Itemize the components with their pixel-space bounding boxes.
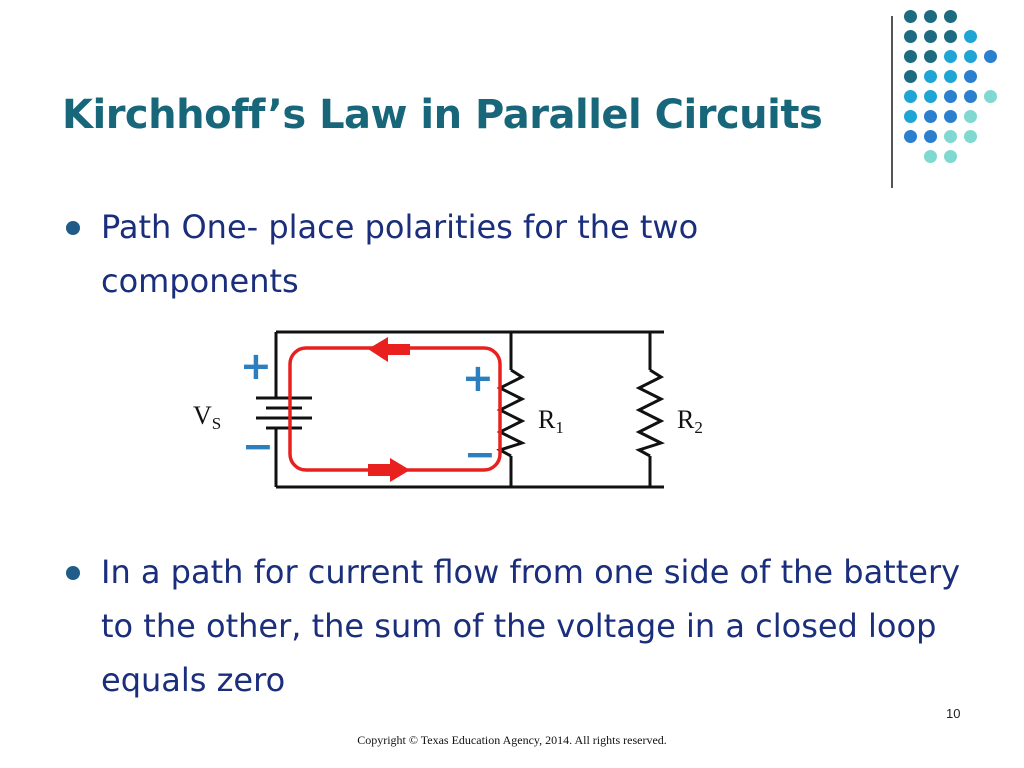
decorative-dot xyxy=(984,50,997,63)
r2-label-sub: 2 xyxy=(694,418,703,437)
decorative-dot xyxy=(904,70,917,83)
decorative-dot xyxy=(964,110,977,123)
decorative-dot xyxy=(924,30,937,43)
decorative-dot xyxy=(924,130,937,143)
current-arrow-bottom-right xyxy=(368,458,410,482)
decorative-dot xyxy=(964,30,977,43)
circuit-svg xyxy=(256,330,665,489)
decorative-dot xyxy=(944,110,957,123)
source-label-main: V xyxy=(193,401,212,430)
parallel-circuit-diagram: + − + − xyxy=(230,330,670,510)
bullet-marker-2 xyxy=(66,566,80,580)
r1-plus-sign: + xyxy=(462,356,494,400)
r1-label-sub: 1 xyxy=(555,418,564,437)
r1-minus-sign: − xyxy=(464,432,496,476)
slide-title: Kirchhoff’s Law in Parallel Circuits xyxy=(62,92,823,138)
decorative-dot xyxy=(944,70,957,83)
battery-plus-sign: + xyxy=(240,344,272,388)
decorative-dot xyxy=(924,110,937,123)
decorative-dot xyxy=(944,30,957,43)
source-label-sub: S xyxy=(211,414,222,433)
decorative-dot xyxy=(904,30,917,43)
current-arrow-top-left xyxy=(368,337,410,362)
decorative-dot xyxy=(964,130,977,143)
source-label-vs: VS xyxy=(193,401,221,434)
resistor-r1-zigzag xyxy=(496,368,526,458)
decorative-dot xyxy=(964,50,977,63)
header-divider xyxy=(891,16,893,188)
r1-label-main: R xyxy=(538,405,556,434)
bullet-marker-1 xyxy=(66,221,80,235)
decorative-dot xyxy=(944,50,957,63)
resistor-label-r1: R1 xyxy=(538,405,564,438)
page-number: 10 xyxy=(946,706,961,721)
decorative-dot xyxy=(924,10,937,23)
bullet-text-2: In a path for current flow from one side… xyxy=(101,553,961,699)
decorative-dot xyxy=(964,90,977,103)
decorative-dot xyxy=(944,130,957,143)
decorative-dot xyxy=(924,150,937,163)
decorative-dot xyxy=(944,150,957,163)
decorative-dot xyxy=(924,90,937,103)
decorative-dot xyxy=(944,10,957,23)
r2-label-main: R xyxy=(677,405,695,434)
decorative-dot xyxy=(904,10,917,23)
battery-minus-sign: − xyxy=(242,424,274,468)
bullet-text-1: Path One- place polarities for the two c… xyxy=(101,208,699,300)
resistor-r2-zigzag xyxy=(635,368,665,458)
resistor-label-r2: R2 xyxy=(677,405,703,438)
decorative-dot xyxy=(984,90,997,103)
decorative-dot xyxy=(924,70,937,83)
decorative-dot xyxy=(944,90,957,103)
decorative-dot xyxy=(964,70,977,83)
decorative-dot xyxy=(904,90,917,103)
decorative-dot xyxy=(904,110,917,123)
copyright-footer: Copyright © Texas Education Agency, 2014… xyxy=(357,733,667,747)
decorative-dot xyxy=(904,130,917,143)
decorative-dot xyxy=(904,50,917,63)
decorative-dot xyxy=(924,50,937,63)
